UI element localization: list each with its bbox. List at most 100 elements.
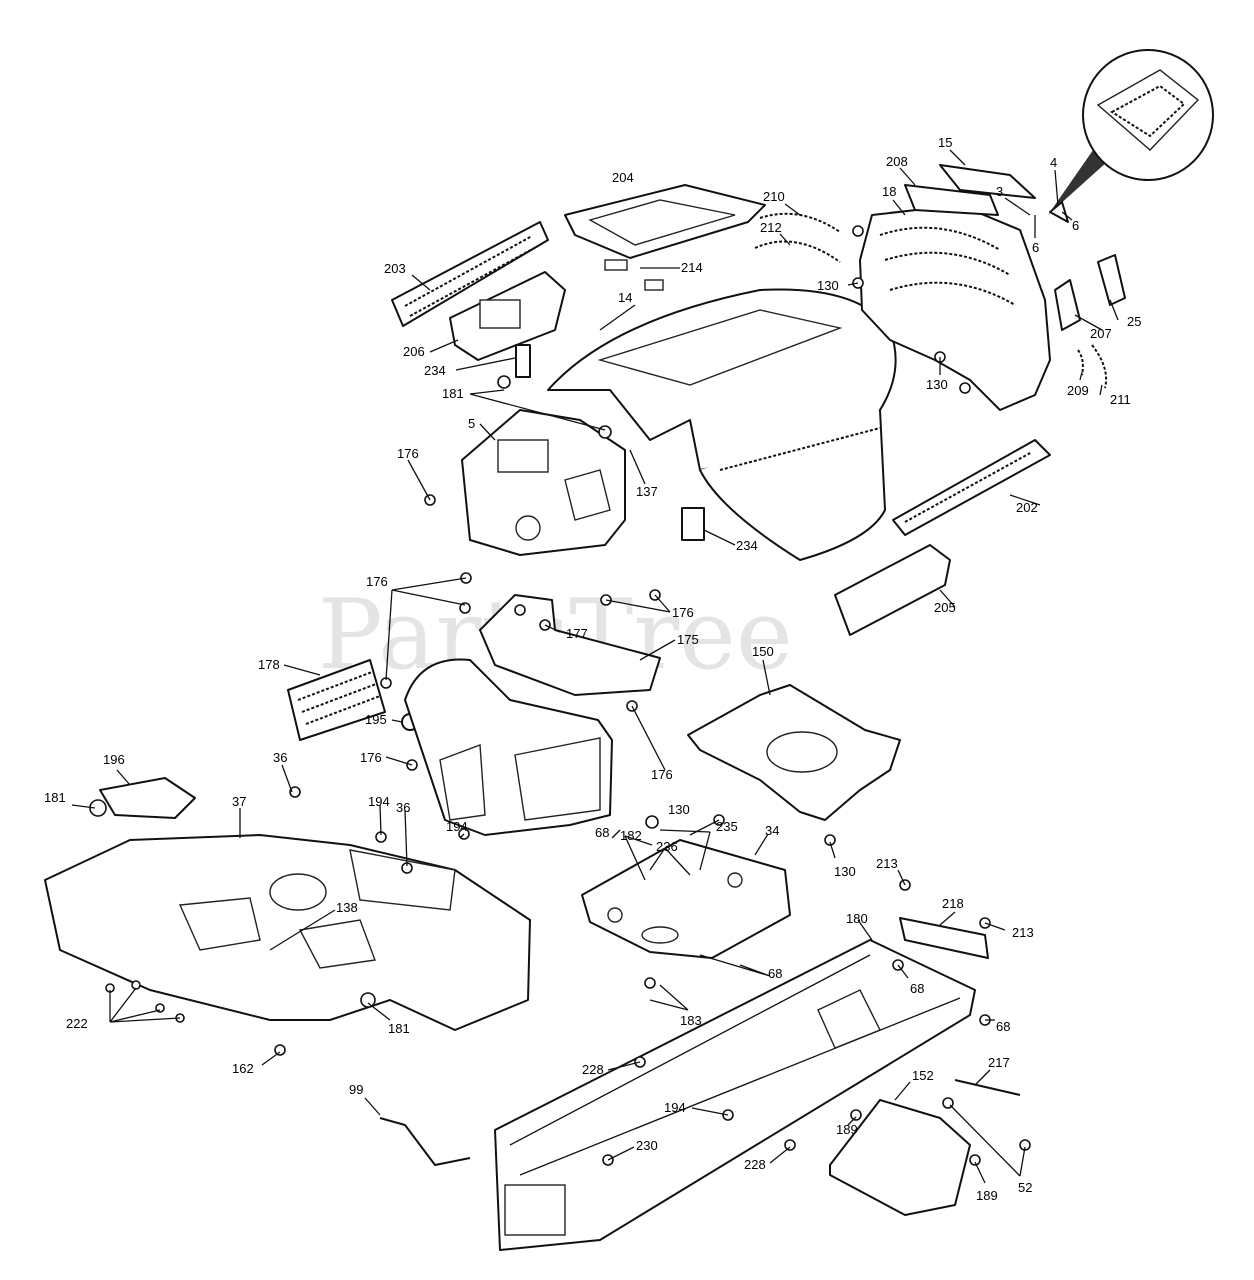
clip-214b bbox=[644, 279, 664, 291]
magnifier-bracket bbox=[1096, 69, 1200, 151]
rear-fender-18 bbox=[859, 204, 1051, 411]
callout-189b: 189 bbox=[976, 1188, 998, 1203]
callout-68b: 68 bbox=[768, 966, 782, 981]
callout-194c: 194 bbox=[664, 1100, 686, 1115]
callout-194b: 194 bbox=[446, 819, 468, 834]
callout-18: 18 bbox=[882, 184, 896, 199]
callout-189a: 189 bbox=[836, 1122, 858, 1137]
callout-203: 203 bbox=[384, 261, 406, 276]
detail-magnifier bbox=[1048, 49, 1214, 215]
lens-25 bbox=[1097, 254, 1126, 306]
callout-36b: 36 bbox=[396, 800, 410, 815]
magnifier-bracket-detail bbox=[1110, 84, 1186, 138]
callout-207: 207 bbox=[1090, 326, 1112, 341]
callout-130b: 130 bbox=[926, 377, 948, 392]
trim-15 bbox=[939, 164, 1036, 199]
callout-181a: 181 bbox=[442, 386, 464, 401]
callout-202: 202 bbox=[1016, 500, 1038, 515]
callout-214: 214 bbox=[681, 260, 703, 275]
callout-228b: 228 bbox=[744, 1157, 766, 1172]
callout-182: 182 bbox=[620, 828, 642, 843]
callout-234b: 234 bbox=[736, 538, 758, 553]
callout-212: 212 bbox=[760, 220, 782, 235]
callout-176c: 176 bbox=[672, 605, 694, 620]
callout-211: 211 bbox=[1110, 392, 1131, 407]
callout-183: 183 bbox=[680, 1013, 702, 1028]
callout-205: 205 bbox=[934, 600, 956, 615]
decal-212 bbox=[754, 240, 841, 263]
callout-177: 177 bbox=[566, 626, 588, 641]
callout-180: 180 bbox=[846, 911, 868, 926]
callout-194a: 194 bbox=[368, 794, 390, 809]
plate-34 bbox=[581, 839, 791, 959]
callout-52: 52 bbox=[1018, 1180, 1032, 1195]
dash-panel-5 bbox=[461, 409, 626, 556]
leader-lines bbox=[71, 149, 1119, 1184]
callout-68a: 68 bbox=[595, 825, 609, 840]
frame-180 bbox=[494, 939, 976, 1251]
callout-195: 195 bbox=[365, 712, 387, 727]
callout-176a: 176 bbox=[397, 446, 419, 461]
callout-181c: 181 bbox=[388, 1021, 410, 1036]
grille-203 bbox=[391, 221, 549, 327]
footrest-37 bbox=[44, 834, 531, 1031]
callout-5: 5 bbox=[468, 416, 475, 431]
decal-234b bbox=[681, 507, 705, 541]
callout-210: 210 bbox=[763, 189, 785, 204]
callout-208: 208 bbox=[886, 154, 908, 169]
callout-176d: 176 bbox=[360, 750, 382, 765]
callout-178: 178 bbox=[258, 657, 280, 672]
callout-37: 37 bbox=[232, 794, 246, 809]
decal-234a bbox=[515, 344, 531, 378]
callout-130d: 130 bbox=[834, 864, 856, 879]
callout-130a: 130 bbox=[817, 278, 839, 293]
grille-202 bbox=[892, 439, 1051, 536]
callout-213b: 213 bbox=[1012, 925, 1034, 940]
rod-217 bbox=[954, 1079, 1021, 1096]
support-150 bbox=[687, 684, 901, 821]
callout-152: 152 bbox=[912, 1068, 934, 1083]
callout-6a: 6 bbox=[1072, 218, 1079, 233]
callout-150: 150 bbox=[752, 644, 774, 659]
hood-panel-204 bbox=[564, 184, 766, 259]
cover-205 bbox=[834, 544, 951, 636]
callout-176b: 176 bbox=[366, 574, 388, 589]
callout-209: 209 bbox=[1067, 383, 1089, 398]
callout-176e: 176 bbox=[651, 767, 673, 782]
callout-137: 137 bbox=[636, 484, 658, 499]
housing-182 bbox=[404, 658, 613, 836]
decal-209 bbox=[1077, 349, 1084, 376]
callout-234a: 234 bbox=[424, 363, 446, 378]
grille-178 bbox=[287, 659, 386, 741]
clip-214a bbox=[604, 259, 628, 271]
callout-68d: 68 bbox=[996, 1019, 1010, 1034]
callout-218: 218 bbox=[942, 896, 964, 911]
callout-228a: 228 bbox=[582, 1062, 604, 1077]
bracket-206 bbox=[449, 271, 566, 361]
shield-152 bbox=[829, 1099, 971, 1216]
callout-235: 235 bbox=[716, 819, 738, 834]
callout-130c: 130 bbox=[668, 802, 690, 817]
callout-206: 206 bbox=[403, 344, 425, 359]
callout-99: 99 bbox=[349, 1082, 363, 1097]
plate-196 bbox=[99, 777, 196, 819]
callout-175: 175 bbox=[677, 632, 699, 647]
callout-217: 217 bbox=[988, 1055, 1010, 1070]
callout-196: 196 bbox=[103, 752, 125, 767]
callout-138: 138 bbox=[336, 900, 358, 915]
light-207 bbox=[1054, 279, 1081, 331]
callout-181b: 181 bbox=[44, 790, 66, 805]
callout-6b: 6 bbox=[1032, 240, 1039, 255]
callout-14: 14 bbox=[618, 290, 632, 305]
callout-222: 222 bbox=[66, 1016, 88, 1031]
callout-labels: 15 4 208 3 18 204 210 6 6 212 214 203 13… bbox=[44, 135, 1141, 1203]
callout-204: 204 bbox=[612, 170, 634, 185]
bar-218 bbox=[899, 917, 989, 959]
callout-34: 34 bbox=[765, 823, 779, 838]
callout-36a: 36 bbox=[273, 750, 287, 765]
callout-230: 230 bbox=[636, 1138, 658, 1153]
callout-213a: 213 bbox=[876, 856, 898, 871]
clip-4 bbox=[1049, 201, 1069, 223]
decal-211 bbox=[1091, 344, 1108, 389]
callout-236: 236 bbox=[656, 839, 678, 854]
